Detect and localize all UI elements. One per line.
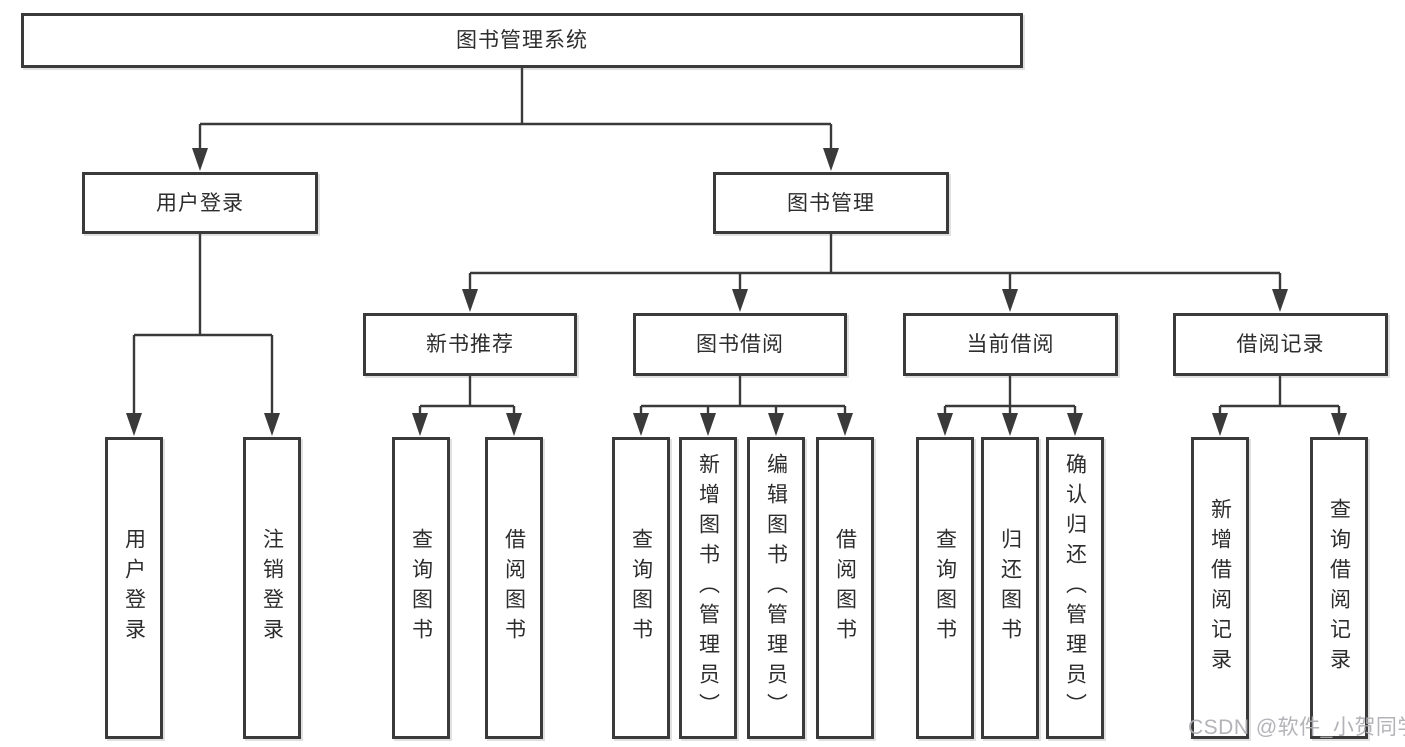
leaf-borrowing-borrow-books: 借阅图书 — [816, 437, 874, 739]
leaf-records-add-record: 新增借阅记录 — [1191, 437, 1249, 739]
node-book-borrowing: 图书借阅 — [633, 313, 847, 376]
node-current-borrowing: 当前借阅 — [903, 313, 1118, 376]
leaf-records-query-record-label: 查询借阅记录 — [1327, 498, 1351, 678]
leaf-borrowing-edit-books-admin-label: 编辑图书（管理员） — [764, 453, 788, 723]
node-root-system: 图书管理系统 — [21, 13, 1023, 68]
leaf-recommend-query-books: 查询图书 — [392, 437, 450, 739]
leaf-borrowing-add-books-admin: 新增图书（管理员） — [679, 437, 737, 739]
leaf-user-login: 用户登录 — [105, 437, 163, 739]
arrowheads — [126, 148, 1347, 436]
leaf-logout: 注销登录 — [243, 437, 301, 739]
node-new-book-recommend: 新书推荐 — [363, 313, 577, 376]
leaf-records-query-record: 查询借阅记录 — [1310, 437, 1368, 739]
leaf-records-add-record-label: 新增借阅记录 — [1208, 498, 1232, 678]
leaf-current-query-books-label: 查询图书 — [933, 528, 957, 648]
leaf-current-query-books: 查询图书 — [916, 437, 974, 739]
leaf-current-return-books-label: 归还图书 — [998, 528, 1022, 648]
leaf-recommend-borrow-books: 借阅图书 — [485, 437, 543, 739]
node-borrowing-records: 借阅记录 — [1173, 313, 1388, 376]
leaf-borrowing-query-books: 查询图书 — [612, 437, 670, 739]
leaf-recommend-borrow-books-label: 借阅图书 — [502, 528, 526, 648]
node-book-borrowing-label: 图书借阅 — [696, 333, 784, 356]
leaf-logout-label: 注销登录 — [260, 528, 284, 648]
node-borrowing-records-label: 借阅记录 — [1236, 333, 1325, 356]
leaf-borrowing-query-books-label: 查询图书 — [629, 528, 653, 648]
node-current-borrowing-label: 当前借阅 — [966, 333, 1055, 356]
leaf-borrowing-borrow-books-label: 借阅图书 — [833, 528, 857, 648]
node-book-management: 图书管理 — [713, 172, 949, 234]
node-new-book-recommend-label: 新书推荐 — [426, 333, 514, 356]
leaf-current-confirm-return-admin: 确认归还（管理员） — [1046, 437, 1104, 739]
node-user-login-label: 用户登录 — [156, 191, 244, 215]
node-user-login: 用户登录 — [82, 172, 318, 234]
leaf-borrowing-add-books-admin-label: 新增图书（管理员） — [696, 453, 720, 723]
csdn-watermark: CSDN @软件_小贺同学 — [1188, 716, 1405, 739]
node-book-management-label: 图书管理 — [787, 191, 875, 215]
leaf-borrowing-edit-books-admin: 编辑图书（管理员） — [747, 437, 805, 739]
leaf-user-login-label: 用户登录 — [122, 528, 146, 648]
leaf-current-confirm-return-admin-label: 确认归还（管理员） — [1063, 453, 1087, 723]
leaf-current-return-books: 归还图书 — [981, 437, 1039, 739]
leaf-recommend-query-books-label: 查询图书 — [409, 528, 433, 648]
node-root-label: 图书管理系统 — [456, 29, 588, 52]
